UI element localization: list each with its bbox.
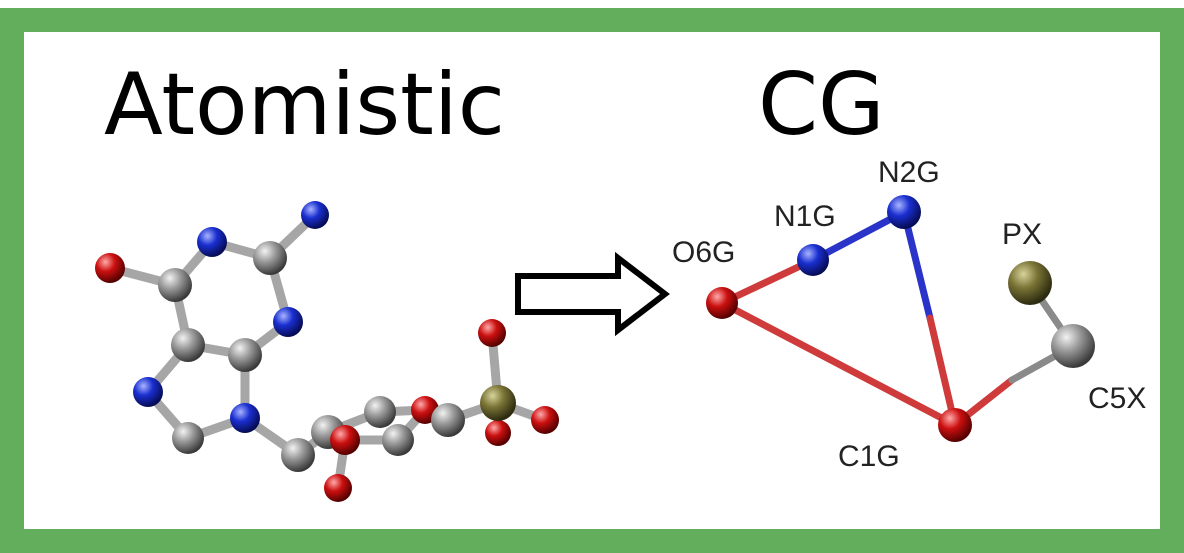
label-o6g: O6G [672,236,735,269]
bead-px [1008,261,1052,305]
oxygen-atom [95,253,125,283]
label-n1g: N1G [774,200,836,233]
bead-n2g [887,195,921,229]
bead-c5x [1051,324,1095,368]
carbon-atom [253,241,287,275]
atomistic-title: Atomistic [104,55,506,155]
cg-beads [706,195,1095,442]
mapping-arrow [515,251,670,337]
label-n2g: N2G [878,156,940,189]
bond-n1g-n2g [809,208,908,264]
nitrogen-atom [197,227,227,257]
oxygen-atom [478,319,506,347]
nitrogen-atom [273,307,303,337]
carbon-atom [172,422,204,454]
carbon-atom [171,328,205,362]
carbon-atom [281,438,315,472]
oxygen-atom [324,474,352,502]
cg-model: O6G N1G N2G PX C5X C1G [672,156,1146,473]
oxygen-atom [531,406,559,434]
nitrogen-atom [133,377,163,407]
carbon-atom [382,424,414,456]
green-frame [0,8,1184,553]
nitrogen-atom [230,403,260,433]
bond-n2g-mid [900,208,934,322]
bond-o6g-c1g [718,299,959,429]
bond-mid-c1g [926,314,959,429]
carbon-atom [364,396,396,428]
carbon-atom [158,268,192,302]
phosphorus-atom [480,385,516,421]
cg-labels: O6G N1G N2G PX C5X C1G [672,156,1146,473]
cg-title: CG [758,55,885,155]
atomistic-atoms [95,201,559,502]
nitrogen-atom [301,201,329,229]
bead-c1g [938,408,972,442]
label-c1g: C1G [838,440,900,473]
bond-o6g-n1g [718,256,817,307]
bead-o6g [706,287,738,319]
label-c5x: C5X [1088,382,1146,415]
label-px: PX [1002,218,1042,251]
carbon-atom [431,403,465,437]
carbon-atom [228,338,262,372]
atomistic-molecule [95,201,559,502]
oxygen-atom [485,420,511,446]
oxygen-atom [330,425,360,455]
bead-n1g [797,244,829,276]
